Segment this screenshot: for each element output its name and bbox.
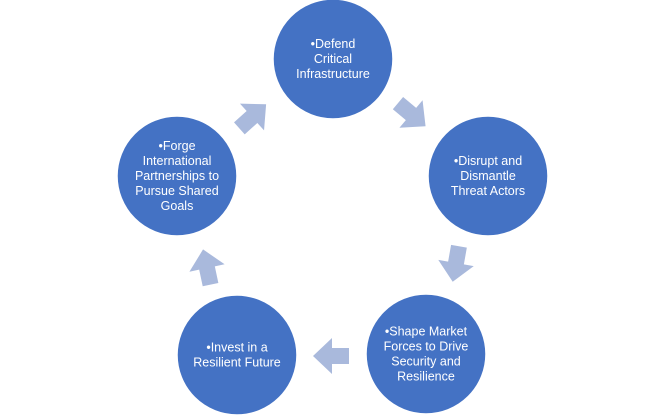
arrow-up-right-icon [234, 103, 267, 135]
node-label-line: Threat Actors [451, 184, 525, 198]
node-label-line: Resilient Future [193, 356, 281, 370]
node-label-line: •Invest in a [206, 341, 267, 355]
node-label-line: •Shape Market [385, 325, 468, 339]
node-circle [116, 115, 238, 237]
arrows-layer [189, 96, 474, 374]
node-label-line: International [143, 154, 212, 168]
node-label-line: Critical [314, 52, 352, 66]
node-label-line: •Defend [311, 37, 356, 51]
node-label-line: Partnerships to [135, 169, 219, 183]
node-label-line: •Forge [158, 139, 195, 153]
node-label-line: Resilience [397, 370, 455, 384]
node-label-line: •Disrupt and [454, 154, 522, 168]
node-label-line: Pursue Shared [135, 184, 218, 198]
node-label-line: Forces to Drive [384, 340, 469, 354]
node-label-line: Infrastructure [296, 67, 370, 81]
node-label-line: Dismantle [460, 169, 516, 183]
node-label-line: Goals [161, 199, 194, 213]
arrow-right-down-icon [392, 96, 426, 128]
arrow-left-icon [313, 338, 349, 374]
node-circle [272, 0, 394, 120]
node-circle [176, 294, 298, 416]
node-label-line: Security and [391, 355, 461, 369]
node-circle [365, 293, 487, 415]
arrow-up-icon [189, 249, 225, 287]
node-circle [427, 115, 549, 237]
arrow-down-icon [438, 244, 474, 282]
